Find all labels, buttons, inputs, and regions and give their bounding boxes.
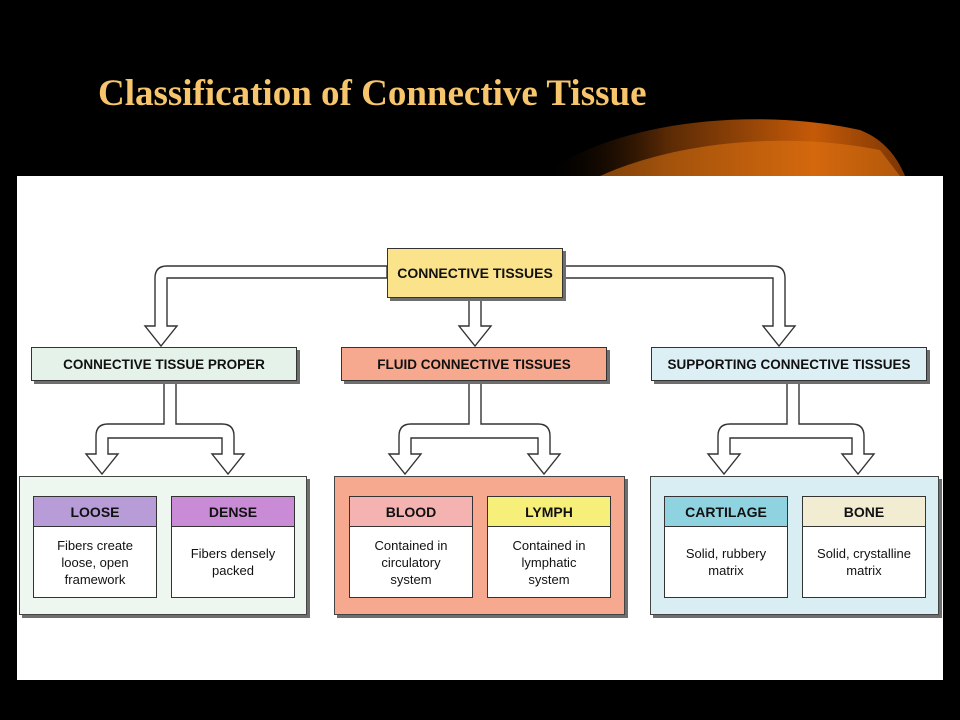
category-label: FLUID CONNECTIVE TISSUES [377,356,571,372]
card-header: LYMPH [488,497,610,527]
card-cartilage: CARTILAGE Solid, rubbery matrix [664,496,788,598]
card-header: BLOOD [350,497,472,527]
group-fluid-connective-tissues: BLOOD Contained in circulatory system LY… [334,476,625,615]
card-header: DENSE [172,497,294,527]
card-header: CARTILAGE [665,497,787,527]
card-blood: BLOOD Contained in circulatory system [349,496,473,598]
category-supporting-connective-tissues: SUPPORTING CONNECTIVE TISSUES [651,347,927,381]
card-description: Fibers densely packed [190,546,276,578]
card-dense: DENSE Fibers densely packed [171,496,295,598]
card-description: Solid, crystalline matrix [817,546,911,578]
category-connective-tissue-proper: CONNECTIVE TISSUE PROPER [31,347,297,381]
card-header: BONE [803,497,925,527]
connector-arrows [84,265,876,476]
card-loose: LOOSE Fibers create loose, open framewor… [33,496,157,598]
card-bone: BONE Solid, crystalline matrix [802,496,926,598]
group-supporting-connective-tissues: CARTILAGE Solid, rubbery matrix BONE Sol… [650,476,939,615]
diagram-canvas: CONNECTIVE TISSUES CONNECTIVE TISSUE PRO… [17,176,943,680]
root-node-label: CONNECTIVE TISSUES [397,265,553,281]
category-fluid-connective-tissues: FLUID CONNECTIVE TISSUES [341,347,607,381]
category-label: CONNECTIVE TISSUE PROPER [63,356,265,372]
card-description: Fibers create loose, open framework [57,537,133,587]
card-description: Solid, rubbery matrix [685,546,767,578]
card-lymph: LYMPH Contained in lymphatic system [487,496,611,598]
card-header: LOOSE [34,497,156,527]
group-connective-tissue-proper: LOOSE Fibers create loose, open framewor… [19,476,307,615]
root-node: CONNECTIVE TISSUES [387,248,563,298]
card-description: Contained in lymphatic system [512,537,586,587]
card-description: Contained in circulatory system [374,537,448,587]
slide-title: Classification of Connective Tissue [98,73,647,114]
decorative-swoosh [540,119,905,176]
category-label: SUPPORTING CONNECTIVE TISSUES [667,356,911,372]
